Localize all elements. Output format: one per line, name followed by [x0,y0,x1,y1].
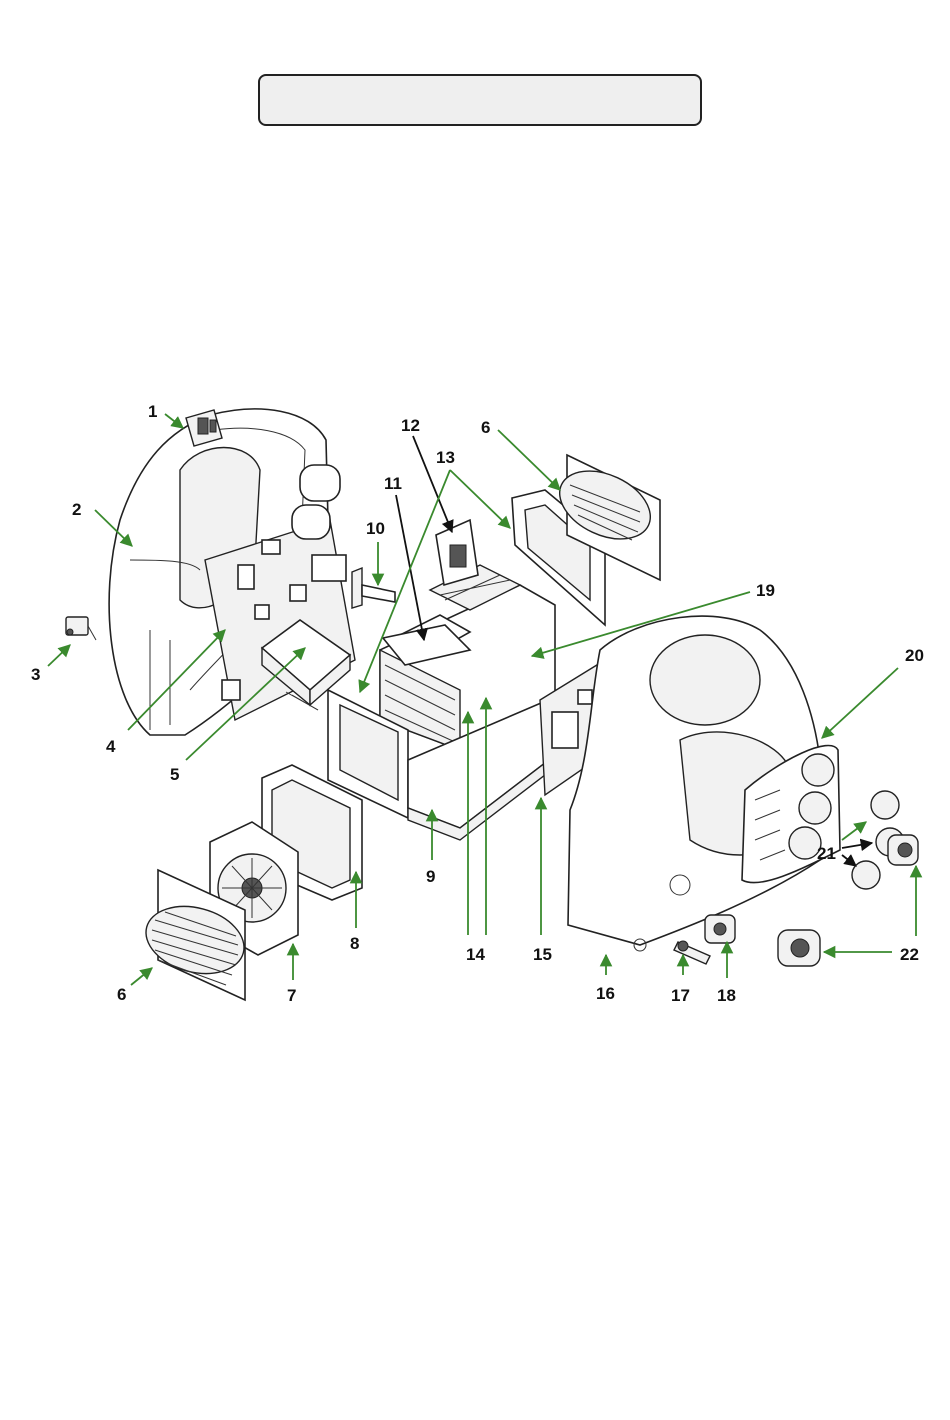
callout-19: 19 [756,581,775,600]
arrow-21-b [842,843,872,848]
callout-7: 7 [287,986,296,1005]
callout-1: 1 [148,402,157,421]
arrow-13-right [450,470,510,528]
callout-15: 15 [533,945,552,964]
callout-2: 2 [72,500,81,519]
callout-16: 16 [596,984,615,1003]
screw-part [674,941,710,964]
arrow-21-c [842,855,856,866]
coil-part [436,520,478,585]
callout-8: 8 [350,934,359,953]
callout-9: 9 [426,867,435,886]
arrow-6-top [498,430,560,490]
bracket-part [352,568,395,608]
callout-11: 11 [384,474,402,493]
arrow-3 [48,645,70,666]
arrow-1 [165,414,183,428]
fitting-part [705,915,735,943]
callout-17: 17 [671,986,690,1005]
callout-4: 4 [106,737,116,756]
arrow-20 [822,668,898,738]
callout-20: 20 [905,646,924,665]
callout-21: 21 [817,844,836,863]
callout-5: 5 [170,765,179,784]
callout-22: 22 [900,945,919,964]
callout-13: 13 [436,448,455,467]
part-drawings [66,409,918,1000]
callout-12: 12 [401,416,420,435]
callout-18: 18 [717,986,736,1005]
callout-10: 10 [366,519,385,538]
callout-14: 14 [466,945,485,964]
callout-3: 3 [31,665,40,684]
arrow-21-a [842,822,866,840]
callout-6-bottom: 6 [117,985,126,1004]
callout-6-top: 6 [481,418,490,437]
arrow-6-bottom [131,968,152,985]
connector-part [66,617,96,640]
